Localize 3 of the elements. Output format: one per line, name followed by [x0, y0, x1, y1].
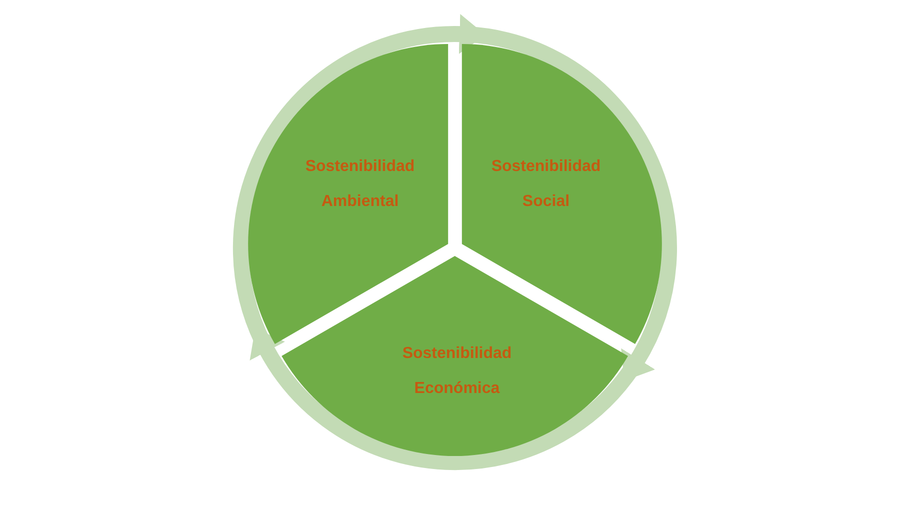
- sector-label: Sostenibilidad Económica: [401, 344, 513, 399]
- sector-label: Sostenibilidad Ambiental: [304, 157, 416, 212]
- sector-label: Sostenibilidad Social: [490, 157, 602, 212]
